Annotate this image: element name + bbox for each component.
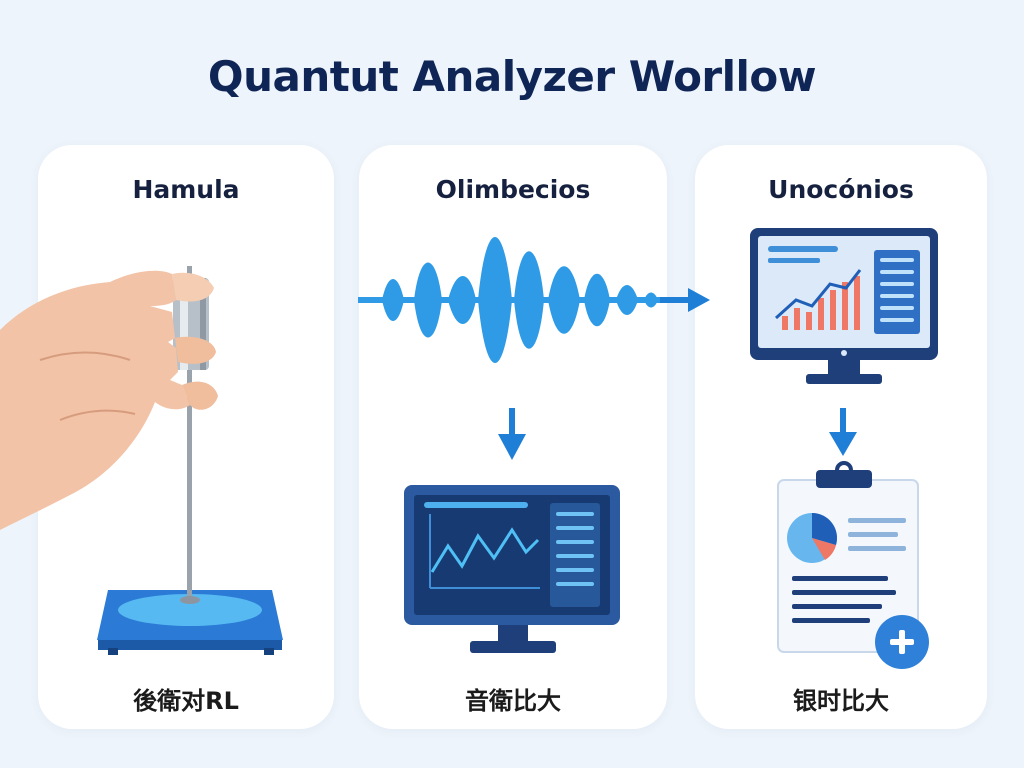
step-label: Olimbecios: [435, 175, 591, 204]
step-caption: 银时比大: [793, 687, 889, 715]
diagram-title: Quantut Analyzer Worllow: [207, 52, 817, 101]
hand-icon: [0, 270, 218, 530]
waveform-icon: [358, 237, 690, 363]
arrow-down-icon: [829, 408, 857, 456]
plus-icon: [875, 615, 929, 669]
step-label: Unocónios: [768, 175, 914, 204]
step-label: Hamula: [132, 175, 240, 204]
report-document-icon: [777, 461, 919, 653]
arrow-right-icon: [660, 288, 710, 312]
monitor-waveform-icon: [404, 485, 620, 653]
step-caption: 音衛比大: [465, 687, 561, 715]
arrow-down-icon: [498, 408, 526, 460]
step-caption: 後衛对RL: [133, 687, 239, 715]
monitor-chart-icon: [750, 228, 938, 384]
